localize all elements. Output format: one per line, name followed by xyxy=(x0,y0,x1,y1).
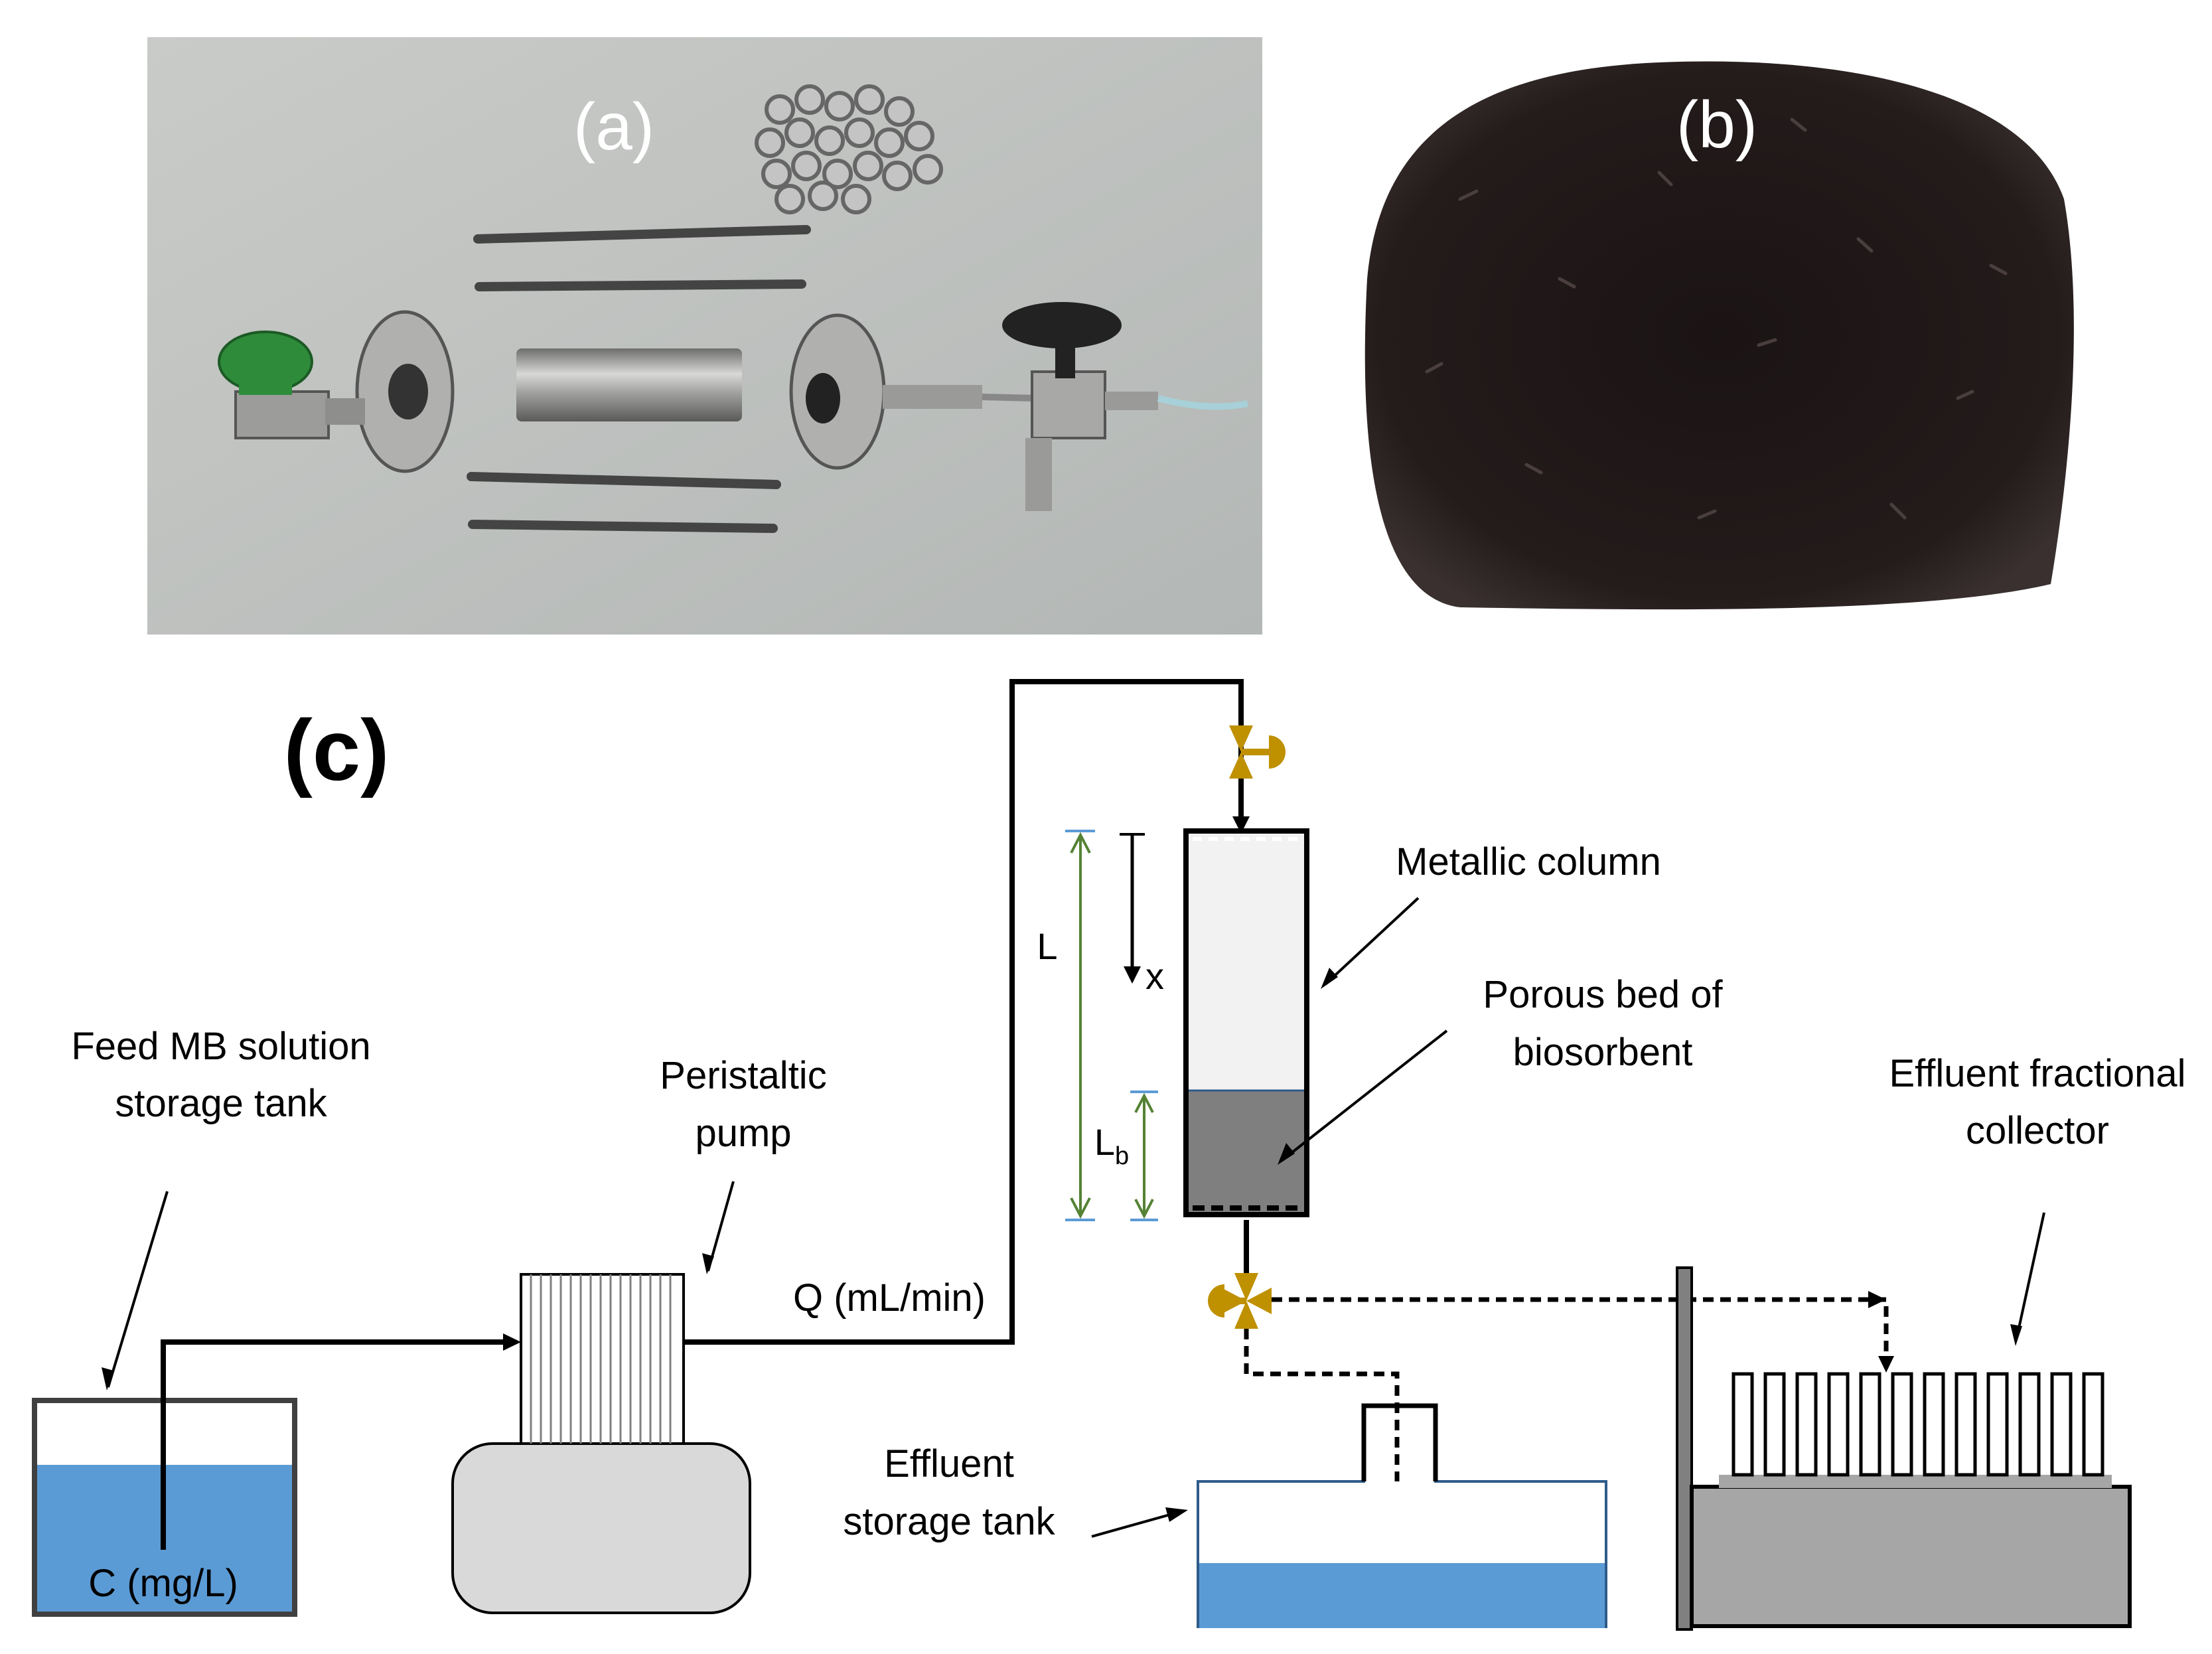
left-flange-valve-image xyxy=(218,310,455,473)
effluent-tank-pointer-head xyxy=(1165,1507,1188,1522)
column-length-label: L xyxy=(1037,925,1057,967)
panel-a-label: (a) xyxy=(573,90,654,164)
axial-coordinate-label: x xyxy=(1145,955,1164,997)
pump-label-line2: pump xyxy=(695,1112,791,1155)
effluent-tank-liquid xyxy=(1198,1563,1606,1628)
feed-tank-label-line2: storage tank xyxy=(115,1082,327,1125)
collector-stand xyxy=(1676,1266,1693,1631)
three-way-valve-icon xyxy=(1229,725,1253,752)
to-storage-tank-line xyxy=(1244,1329,1400,1517)
feed-line xyxy=(161,1339,508,1550)
fraction-collector xyxy=(1676,1266,2132,1631)
collector-label-line2: collector xyxy=(1966,1109,2109,1152)
effluent-storage-tank xyxy=(1197,1403,1607,1628)
metallic-column-label: Metallic column xyxy=(1396,840,1661,883)
collector-base xyxy=(1690,1485,2132,1628)
effluent-tank-pointer xyxy=(1091,1512,1175,1538)
pump-head xyxy=(520,1273,685,1445)
column-inlet-arrowhead xyxy=(1232,816,1250,834)
porous-bed-pointer xyxy=(1281,1029,1448,1162)
pump-label-line1: Peristaltic xyxy=(660,1054,826,1097)
panel-c-label: (c) xyxy=(284,702,390,798)
bed-length-dimension xyxy=(1130,1090,1158,1221)
metallic-column-pointer xyxy=(1324,897,1420,986)
effluent-tank-headspace xyxy=(1198,1481,1606,1563)
collector-rack xyxy=(1719,1475,2112,1488)
porous-bed-pointer-head xyxy=(1278,1143,1295,1165)
valve-bottom[interactable] xyxy=(1208,1273,1272,1329)
threaded-rods-image xyxy=(467,225,811,533)
pump-head-rollers xyxy=(530,1274,672,1444)
column-wall xyxy=(1183,828,1309,1217)
porous-bed-label-line1: Porous bed of xyxy=(1483,973,1723,1016)
flow-rate-label: Q (mL/min) xyxy=(793,1276,986,1319)
peristaltic-pump xyxy=(451,1273,751,1614)
to-collector-mid-arrowhead xyxy=(1868,1291,1886,1308)
porous-bed-label-line2: biosorbent xyxy=(1513,1031,1693,1074)
to-collector-line xyxy=(1272,1297,1889,1361)
photo-biosorbent-pellets xyxy=(1355,58,2074,613)
collector-label-line1: Effluent fractional xyxy=(1889,1052,2185,1095)
bed-length-label: Lb xyxy=(1094,1121,1129,1170)
feed-line-to-column xyxy=(684,679,1244,1345)
effluent-tank-label-line2: storage tank xyxy=(843,1500,1055,1543)
column-length-dimension xyxy=(1065,830,1095,1221)
right-flange-valve-image xyxy=(789,302,1248,511)
feed-line-arrowhead xyxy=(503,1333,521,1351)
collector-pointer-head xyxy=(2010,1324,2022,1346)
steel-tube-image xyxy=(516,348,742,421)
pellet-texture-image xyxy=(1425,117,2008,520)
collection-tubes xyxy=(1732,1372,2104,1477)
feed-tank-label-line1: Feed MB solution xyxy=(71,1025,370,1068)
hex-nuts-image xyxy=(755,84,943,214)
axial-coordinate-arrowhead xyxy=(1124,966,1141,984)
valve-top[interactable] xyxy=(1229,725,1286,779)
photo-column-parts xyxy=(147,37,1262,635)
metallic-column-pointer-head xyxy=(1321,968,1338,989)
effluent-tank-label-line1: Effluent xyxy=(884,1442,1014,1485)
pump-pointer-head xyxy=(702,1253,714,1274)
feed-tank-pointer-head xyxy=(102,1367,113,1391)
effluent-tank-inlet xyxy=(1361,1403,1438,1481)
concentration-label: C (mg/L) xyxy=(88,1562,238,1605)
to-collector-arrowhead xyxy=(1878,1356,1894,1373)
collector-pointer xyxy=(2016,1212,2045,1335)
pump-body xyxy=(451,1442,751,1614)
feed-tank-pointer xyxy=(107,1191,169,1388)
panel-b-label: (b) xyxy=(1676,88,1757,162)
